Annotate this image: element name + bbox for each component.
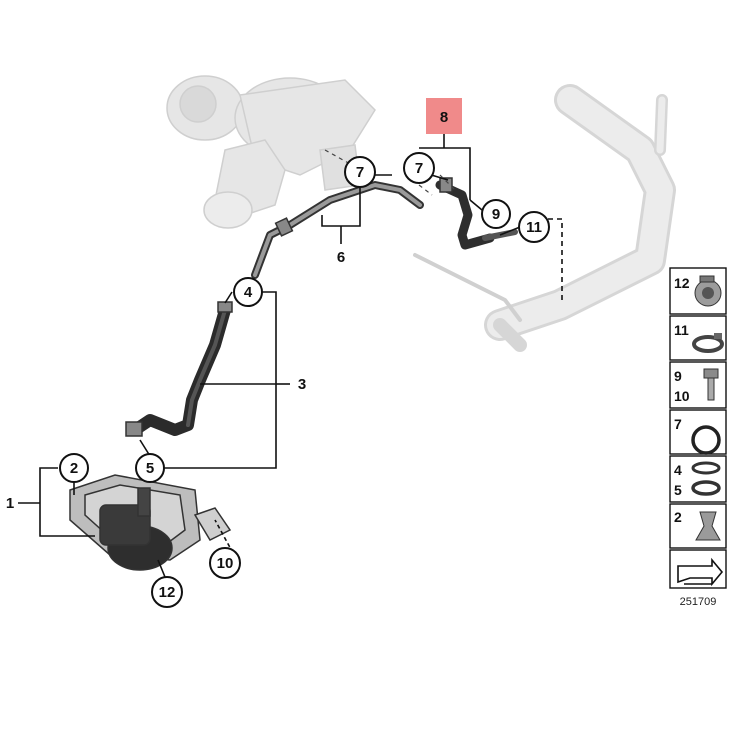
hose-clamp-icon (691, 461, 721, 496)
callout-10: 10 (209, 547, 241, 579)
svg-text:2: 2 (674, 509, 682, 525)
callout-7-left: 7 (344, 156, 376, 188)
svg-text:5: 5 (674, 482, 682, 498)
callout-9: 9 (481, 199, 511, 229)
svg-text:7: 7 (415, 160, 423, 177)
svg-text:12: 12 (159, 584, 176, 601)
callout-3: 3 (298, 376, 306, 393)
svg-text:11: 11 (674, 322, 689, 338)
o-ring-icon (691, 425, 721, 455)
svg-text:9: 9 (492, 206, 500, 223)
svg-text:4: 4 (674, 462, 682, 478)
band-clamp-icon (692, 333, 724, 353)
hose-clamps (125, 177, 453, 437)
callout-12: 12 (151, 576, 183, 608)
diagram-reference-number: 251709 (680, 596, 717, 608)
legend-item-11: 11 (669, 315, 727, 361)
coolant-pipe-ghost (413, 84, 676, 352)
svg-text:12: 12 (674, 275, 690, 291)
legend-item-arrow (669, 549, 727, 589)
direction-arrow-icon (677, 557, 724, 587)
callout-1: 1 (6, 495, 14, 512)
svg-text:7: 7 (674, 416, 682, 432)
highlight-box (426, 98, 462, 134)
hose-clamp-spring-icon (694, 275, 722, 307)
callout-8-highlighted: 8 (426, 98, 462, 134)
callout-7-right: 7 (403, 152, 435, 184)
svg-text:8: 8 (440, 109, 448, 126)
svg-text:10: 10 (217, 555, 234, 572)
leader-lines (18, 133, 563, 578)
legend-item-2: 2 (669, 503, 727, 549)
callout-11: 11 (518, 211, 550, 243)
svg-text:2: 2 (70, 460, 78, 477)
water-pump (69, 474, 232, 571)
bolt-icon (703, 368, 719, 401)
svg-text:10: 10 (674, 388, 690, 404)
callout-6: 6 (337, 249, 345, 266)
rubber-grommet-icon (695, 511, 721, 541)
legend-item-12: 12 (669, 267, 727, 315)
svg-text:11: 11 (526, 219, 542, 236)
callout-2: 2 (59, 453, 89, 483)
callout-5: 5 (135, 453, 165, 483)
parts-legend: 12 11 9 10 (669, 267, 727, 608)
legend-item-9-10: 9 10 (669, 361, 727, 409)
turbocharger-ghost (166, 75, 376, 229)
svg-text:5: 5 (146, 460, 154, 477)
svg-text:9: 9 (674, 368, 682, 384)
legend-item-4-5: 4 5 (669, 455, 727, 503)
coolant-hoses (129, 180, 518, 436)
svg-text:4: 4 (244, 284, 253, 301)
svg-text:7: 7 (356, 164, 364, 181)
callout-4: 4 (233, 277, 263, 307)
legend-item-7: 7 (669, 409, 727, 455)
